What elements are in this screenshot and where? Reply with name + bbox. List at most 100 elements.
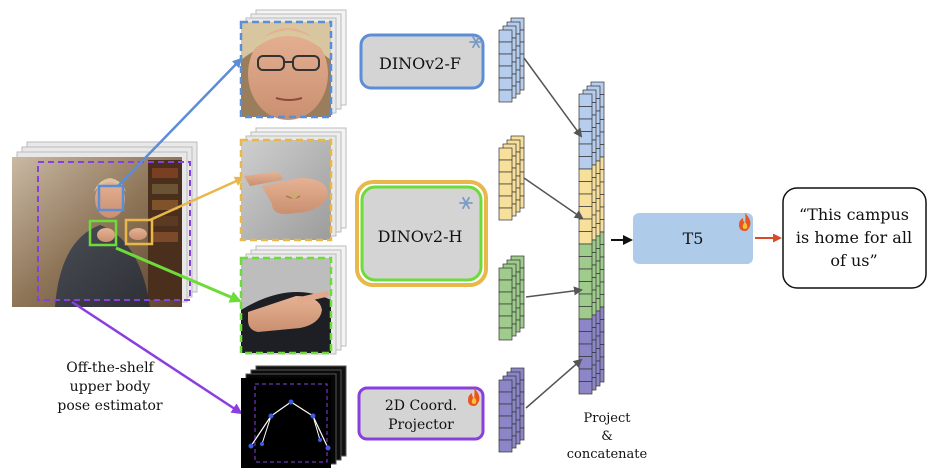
face-bounding-box xyxy=(97,184,125,212)
signer-frame xyxy=(12,157,182,307)
flame-icon xyxy=(739,213,751,231)
output-translation: “This campus is home for all of us” xyxy=(782,187,927,289)
feature-token-cell xyxy=(498,41,513,55)
feature-token-cell xyxy=(498,427,513,441)
face-crop-image xyxy=(241,22,331,120)
feature-token-cell xyxy=(498,195,513,209)
concat-label-line2: & xyxy=(601,429,613,444)
feature-token-cell xyxy=(498,53,513,67)
coord-projector-label-line2: Projector xyxy=(388,417,454,433)
pose-estimator-label-line3: pose estimator xyxy=(57,398,163,414)
face-feature-tokens xyxy=(498,17,525,103)
feature-token-cell xyxy=(498,267,513,281)
t5-decoder: T5 xyxy=(633,213,753,264)
feature-token-cell xyxy=(498,279,513,293)
flame-icon xyxy=(468,388,480,406)
left-hand-crop-stack xyxy=(239,245,347,355)
concat-token-cell xyxy=(578,243,593,257)
concat-token-cell xyxy=(578,331,593,345)
left-hand-crop-image xyxy=(241,258,331,353)
output-line3: of us” xyxy=(830,251,877,270)
dinov2-face-label: DINOv2-F xyxy=(379,54,461,73)
concat-token-cell xyxy=(578,93,593,107)
left-hand-bounding-box xyxy=(88,219,118,247)
snowflake-icon xyxy=(459,196,473,210)
snowflake-icon xyxy=(469,35,483,49)
concat-token-cell xyxy=(578,231,593,245)
dinov2-hand-label: DINOv2-H xyxy=(378,227,463,246)
output-line2: is home for all xyxy=(796,228,912,247)
feature-token-cell xyxy=(498,403,513,417)
concat-token-cell xyxy=(578,306,593,320)
feature-token-cell xyxy=(498,303,513,317)
pose-feature-tokens xyxy=(498,367,525,453)
feature-token-cell xyxy=(498,391,513,405)
face-crop-arrow xyxy=(117,57,243,187)
left-hand-crop-arrow xyxy=(115,246,242,303)
right-hand-bounding-box xyxy=(124,218,154,246)
concat-token-cell xyxy=(578,193,593,207)
feature-token-cell xyxy=(498,171,513,185)
concat-token-cell xyxy=(578,281,593,295)
pose-keypoint-stack xyxy=(241,365,347,468)
feature-token-cell xyxy=(498,89,513,103)
pose-skeleton xyxy=(248,399,331,451)
right-hand-crop-stack xyxy=(239,127,347,242)
feature-token-cell xyxy=(498,77,513,91)
left-hand-feature-tokens xyxy=(498,255,525,341)
feature-token-cell xyxy=(498,439,513,453)
feature-token-cell xyxy=(498,315,513,329)
coord-projector-label-line1: 2D Coord. xyxy=(385,398,457,414)
coord-projector-module: 2D Coord. Projector xyxy=(357,386,485,441)
concat-token-cell xyxy=(578,381,593,395)
pose-estimator-label-line2: upper body xyxy=(70,379,151,395)
concatenated-feature-tokens xyxy=(578,81,605,395)
feature-token-cell xyxy=(498,147,513,161)
output-line1: “This campus xyxy=(799,205,909,224)
concat-token-cell xyxy=(578,356,593,370)
concat-token-cell xyxy=(578,106,593,120)
concat-token-cell xyxy=(578,268,593,282)
face-feature-arrow xyxy=(523,57,583,138)
feature-token-cell xyxy=(498,29,513,43)
right-hand-crop-image xyxy=(241,140,331,240)
pose-estimator-label-line1: Off-the-shelf xyxy=(66,360,155,376)
concat-label-line3: concatenate xyxy=(567,447,648,462)
pose-feature-arrow xyxy=(525,358,583,409)
right-hand-feature-tokens xyxy=(498,135,525,221)
feature-token-cell xyxy=(498,291,513,305)
concat-token-cell xyxy=(578,118,593,132)
dinov2-hand-module: DINOv2-H xyxy=(355,180,488,287)
concat-token-cell xyxy=(578,143,593,157)
right-hand-crop-arrow xyxy=(149,176,245,222)
concat-token-cell xyxy=(578,181,593,195)
concat-token-cell xyxy=(578,131,593,145)
concat-token-cell xyxy=(578,156,593,170)
feature-token-cell xyxy=(498,327,513,341)
feature-token-cell xyxy=(498,183,513,197)
feature-token-cell xyxy=(498,379,513,393)
dinov2-face-module: DINOv2-F xyxy=(359,33,485,90)
concat-label: Project & concatenate xyxy=(567,411,648,462)
t5-decoder-label: T5 xyxy=(683,229,704,248)
concat-token-cell xyxy=(578,293,593,307)
concat-token-cell xyxy=(578,168,593,182)
concat-token-cell xyxy=(578,368,593,382)
concat-token-cell xyxy=(578,343,593,357)
concat-token-cell xyxy=(578,256,593,270)
pose-estimator-label: Off-the-shelf upper body pose estimator xyxy=(57,360,163,414)
feature-token-cell xyxy=(498,159,513,173)
concat-token-cell xyxy=(578,218,593,232)
feature-token-cell xyxy=(498,415,513,429)
feature-token-cell xyxy=(498,65,513,79)
left-hand-feature-arrow xyxy=(525,286,583,298)
concat-token-cell xyxy=(578,318,593,332)
concat-label-line1: Project xyxy=(583,411,631,426)
feature-token-cell xyxy=(498,207,513,221)
pose-estimation-arrow xyxy=(71,300,243,415)
input-video-frames xyxy=(12,141,198,307)
upper-body-bounding-box xyxy=(37,161,191,301)
right-hand-feature-arrow xyxy=(523,177,584,220)
face-crop-stack xyxy=(239,9,347,120)
